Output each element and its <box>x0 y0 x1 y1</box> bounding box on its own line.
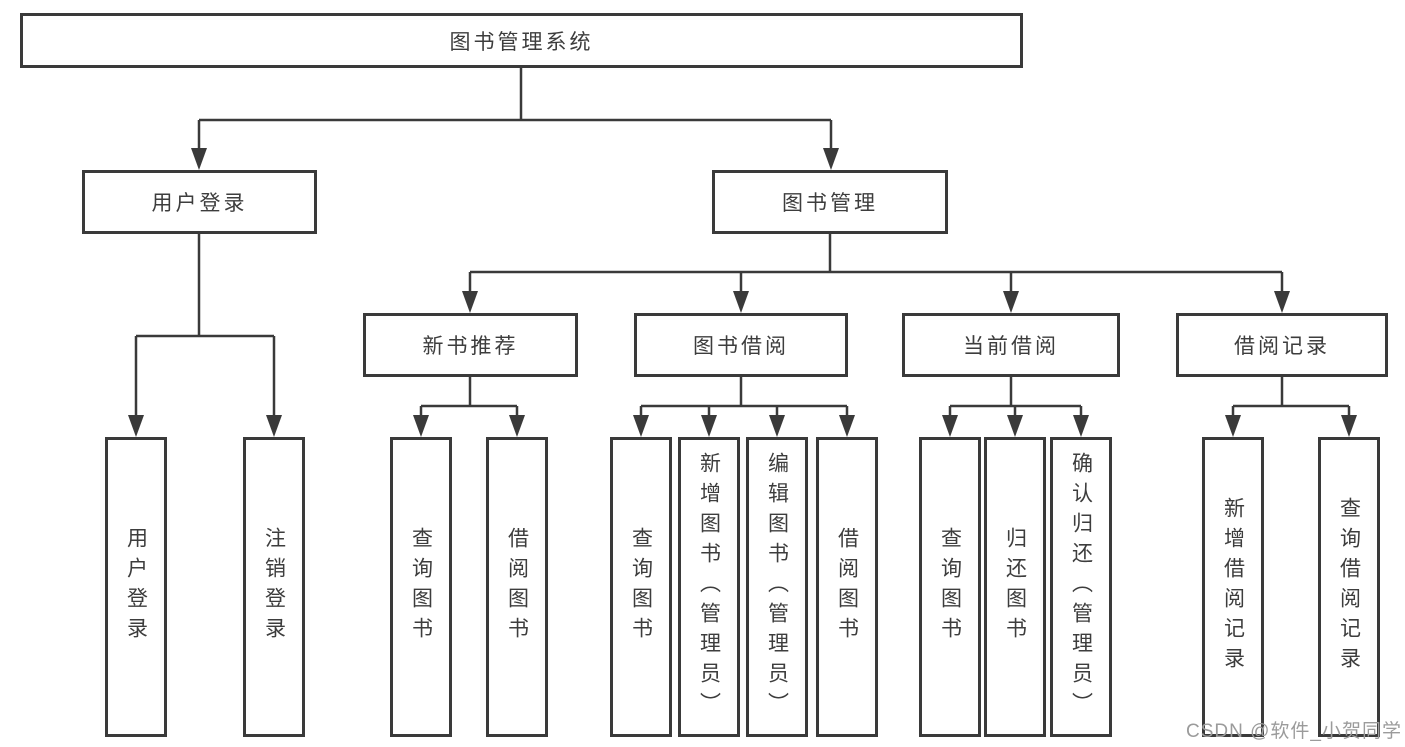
node-label: 用户登录 <box>151 192 248 215</box>
leaf-add-borrow-record: 新增借阅记录 <box>1202 437 1264 737</box>
node-library-management-system: 图书管理系统 <box>20 13 1023 68</box>
node-book-borrow: 图书借阅 <box>634 313 848 377</box>
watermark: CSDN @软件_小贺同学 <box>1186 721 1402 742</box>
node-label: 新书推荐 <box>422 335 519 358</box>
leaf-query-books-recommend: 查询图书 <box>390 437 452 737</box>
node-label: 编辑图书（管理员） <box>765 452 789 722</box>
leaf-confirm-return-admin: 确认归还（管理员） <box>1050 437 1112 737</box>
leaf-borrow-books-recommend: 借阅图书 <box>486 437 548 737</box>
node-label: 注销登录 <box>262 527 286 647</box>
node-label: 查询借阅记录 <box>1337 497 1361 677</box>
leaf-query-borrow-record: 查询借阅记录 <box>1318 437 1380 737</box>
node-label: 借阅记录 <box>1234 335 1330 358</box>
leaf-add-books-admin: 新增图书（管理员） <box>678 437 740 737</box>
node-label: 借阅图书 <box>835 527 859 647</box>
node-label: 确认归还（管理员） <box>1069 452 1093 722</box>
leaf-return-books: 归还图书 <box>984 437 1046 737</box>
node-label: 图书管理系统 <box>449 30 594 54</box>
node-label: 用户登录 <box>124 527 148 647</box>
node-label: 查询图书 <box>629 527 653 647</box>
node-new-book-recommend: 新书推荐 <box>363 313 578 377</box>
node-book-management: 图书管理 <box>712 170 948 234</box>
leaf-logout: 注销登录 <box>243 437 305 737</box>
node-borrow-record: 借阅记录 <box>1176 313 1388 377</box>
node-user-login: 用户登录 <box>82 170 317 234</box>
leaf-edit-books-admin: 编辑图书（管理员） <box>746 437 808 737</box>
node-label: 查询图书 <box>938 527 962 647</box>
leaf-query-books-current: 查询图书 <box>919 437 981 737</box>
node-label: 当前借阅 <box>963 335 1059 358</box>
node-label: 借阅图书 <box>505 527 529 647</box>
node-label: 查询图书 <box>409 527 433 647</box>
leaf-borrow-books: 借阅图书 <box>816 437 878 737</box>
node-label: 新增借阅记录 <box>1221 497 1245 677</box>
leaf-user-login: 用户登录 <box>105 437 167 737</box>
leaf-query-books-borrow: 查询图书 <box>610 437 672 737</box>
node-label: 归还图书 <box>1003 527 1027 647</box>
node-label: 新增图书（管理员） <box>697 452 721 722</box>
node-label: 图书借阅 <box>693 335 789 358</box>
node-current-borrow: 当前借阅 <box>902 313 1120 377</box>
node-label: 图书管理 <box>782 192 878 215</box>
